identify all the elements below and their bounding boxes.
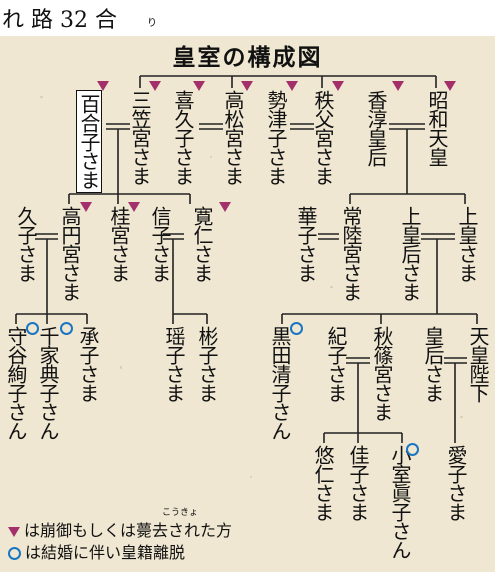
deceased-marker	[193, 81, 205, 91]
member-kiko: 紀子さま	[324, 326, 348, 402]
member-moriya: 守谷絢子さん	[4, 326, 28, 440]
deceased-marker	[392, 81, 404, 91]
member-hisako: 久子さま	[14, 206, 38, 282]
member-katsura: 桂宮さま	[107, 206, 131, 282]
left-family-marker	[60, 322, 73, 335]
deceased-marker	[219, 202, 231, 212]
member-setsuko: 勢津子さま	[264, 90, 288, 185]
deceased-marker	[97, 81, 109, 91]
member-joukogo: 上皇后さま	[398, 206, 422, 301]
member-yuriko: 百合子さま	[76, 90, 102, 193]
member-takamatsu: 高松宮さま	[221, 90, 245, 185]
member-akishino: 秋篠宮さま	[370, 326, 394, 421]
member-kojun: 香淳皇后	[364, 90, 388, 166]
member-tsuguko: 承子さま	[76, 326, 100, 402]
member-kuroda: 黒田清子さん	[268, 326, 292, 440]
deceased-marker	[241, 81, 253, 91]
member-showa: 昭和天皇	[425, 90, 449, 166]
legend-deceased-text: は崩御もしくは薨去された方	[24, 521, 233, 540]
member-chichibu: 秩父宮さま	[311, 90, 335, 185]
header-suffix: り	[147, 18, 157, 29]
member-hisahito: 悠仁さま	[311, 445, 335, 521]
paper-background	[0, 36, 495, 572]
header-text: れ 路 32 合	[2, 8, 117, 33]
deceased-marker	[332, 81, 344, 91]
member-kako: 佳子さま	[346, 445, 370, 521]
member-takamado: 高円宮さま	[58, 206, 82, 301]
deceased-marker	[80, 202, 92, 212]
member-yoko: 瑶子さま	[162, 326, 186, 402]
legend-deceased: は崩御もしくは薨去された方	[8, 517, 232, 541]
left-family-marker	[406, 443, 419, 456]
diagram-title: 皇室の構成図	[172, 44, 323, 71]
left-family-marker	[290, 322, 303, 335]
member-mikasa: 三笠宮さま	[128, 90, 152, 185]
member-tenno: 天皇陛下	[466, 326, 490, 402]
member-kikuko: 喜久子さま	[171, 90, 195, 185]
deceased-marker	[128, 202, 140, 212]
legend-ruby: こうきょ	[162, 508, 199, 518]
member-nobuko: 信子さま	[148, 206, 172, 282]
member-tomohito: 寛仁さま	[190, 206, 214, 282]
member-komuro: 小室眞子さん	[388, 445, 412, 559]
deceased-marker	[444, 81, 456, 91]
member-senke: 千家典子さん	[36, 326, 60, 440]
deceased-marker	[149, 81, 161, 91]
member-joko: 上皇さま	[455, 206, 479, 282]
deceased-marker	[286, 81, 298, 91]
member-aiko: 愛子さま	[444, 445, 468, 521]
member-hanako: 華子さま	[294, 206, 318, 282]
left-legend-icon	[8, 547, 21, 560]
left-family-marker	[26, 322, 39, 335]
page-header: れ 路 32 合 り	[0, 0, 495, 36]
deceased-legend-icon	[8, 526, 20, 537]
member-akiko: 彬子さま	[195, 326, 219, 402]
legend-left-text: は結婚に伴い皇籍離脱	[25, 543, 186, 562]
member-kogo: 皇后さま	[421, 326, 445, 402]
legend-left: は結婚に伴い皇籍離脱	[8, 539, 185, 563]
member-hitachi: 常陸宮さま	[339, 206, 363, 301]
